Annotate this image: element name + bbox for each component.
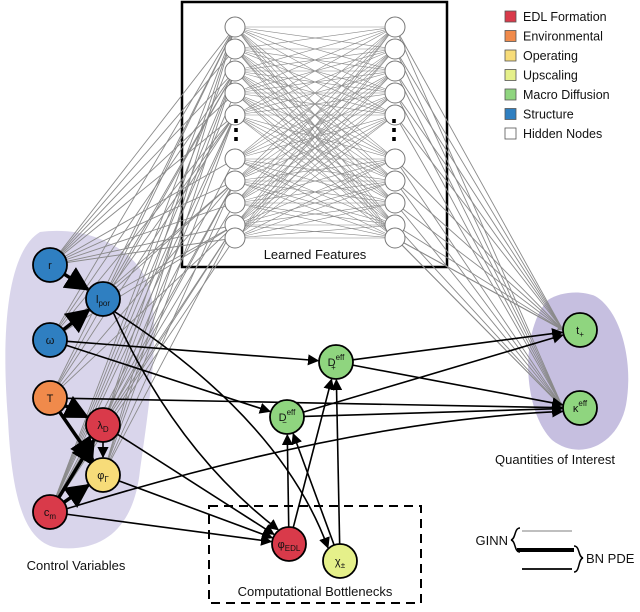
bn-edge [61, 395, 90, 419]
bn-edge [118, 480, 274, 540]
computational-bottlenecks-box [208, 505, 422, 604]
legend-label: Environmental [523, 30, 603, 44]
bn-edge [66, 340, 320, 366]
node-label: t+ [576, 325, 584, 339]
hidden-node [224, 227, 246, 249]
bn-edge [116, 433, 275, 535]
hidden-node [384, 60, 406, 82]
hidden-node [384, 148, 406, 170]
bn-edge [112, 312, 280, 531]
line-style-legend: GINN BN PDE [476, 527, 635, 573]
node-label: λD [97, 420, 109, 434]
bn-edge [62, 308, 91, 334]
hidden-node [384, 170, 406, 192]
node-label: r [48, 260, 52, 272]
legend-item: Upscaling [504, 69, 578, 83]
hidden-ellipsis-right: ⋮ [381, 114, 407, 144]
legend-label: EDL Formation [523, 10, 607, 24]
hidden-node [224, 148, 246, 170]
node-tplus: t+ [562, 312, 598, 348]
node-phiEDL: φEDL [271, 526, 307, 562]
node-label: κeff [573, 399, 588, 415]
hidden-node [384, 82, 406, 104]
legend-item: Structure [504, 108, 574, 122]
hidden-node [224, 104, 246, 126]
bn-edge [352, 328, 564, 361]
node-chi: χ± [322, 543, 358, 579]
legend-item: Operating [504, 49, 578, 63]
control-variables-region [5, 230, 155, 549]
legend-item: Environmental [504, 30, 603, 44]
node-lambda: λD [85, 407, 121, 443]
hidden-node [384, 227, 406, 249]
hidden-node [224, 38, 246, 60]
legend-label: Upscaling [523, 69, 578, 83]
node-kappa: κeff [562, 390, 598, 426]
ginn-legend-label: GINN [476, 533, 509, 548]
node-label: cm [44, 507, 57, 521]
legend-item: Hidden Nodes [504, 127, 602, 141]
node-label: ω [46, 335, 55, 347]
bn-edge [66, 406, 564, 510]
legend-label: Operating [523, 49, 578, 63]
legend-label: Macro Diffusion [523, 88, 610, 102]
node-Dplus: Deff+ [318, 344, 354, 380]
bn-edge [292, 378, 335, 528]
bn-edge [281, 433, 294, 528]
computational-bottlenecks-label: Computational Bottlenecks [238, 584, 393, 599]
bn-edge [330, 378, 343, 545]
legend-item: Macro Diffusion [504, 88, 610, 102]
hidden-node [224, 16, 246, 38]
bn-edge [65, 344, 271, 414]
hidden-node [224, 192, 246, 214]
bn-edge [291, 432, 335, 546]
bn-edge [113, 310, 330, 549]
hidden-nodes [224, 16, 406, 249]
node-Dminus: Deff− [269, 399, 305, 435]
hidden-node [384, 38, 406, 60]
bn-pde-legend-label: BN PDE [586, 551, 635, 566]
bn-edge [303, 332, 564, 413]
legend-item: EDL Formation [504, 10, 607, 24]
quantities-of-interest-label: Quantities of Interest [495, 452, 615, 467]
hidden-node [384, 192, 406, 214]
node-label: φΓ [97, 470, 109, 484]
node-phiG: φΓ [85, 457, 121, 493]
node-omega: ω [32, 322, 68, 358]
hidden-node [224, 60, 246, 82]
bn-edge [66, 397, 564, 414]
learned-features-box [180, 0, 449, 269]
bn-edge [303, 403, 564, 418]
legend-label: Hidden Nodes [523, 127, 602, 141]
control-variables-label: Control Variables [27, 558, 126, 573]
node-label: lpor [96, 294, 110, 308]
hidden-node [384, 16, 406, 38]
bn-edge [62, 267, 90, 291]
learned-features-label: Learned Features [264, 247, 367, 262]
node-label: φEDL [278, 539, 301, 553]
bn-edge [352, 364, 564, 409]
legend: EDL FormationEnvironmentalOperatingUpsca… [504, 10, 610, 141]
node-r: r [32, 247, 68, 283]
bn-pde-edges [57, 267, 564, 549]
hidden-node [384, 104, 406, 126]
bn-edge [63, 484, 90, 503]
hidden-node [224, 170, 246, 192]
bn-edge [66, 513, 273, 546]
node-lpor: lpor [85, 281, 121, 317]
hidden-node [224, 82, 246, 104]
node-label: Deff− [279, 408, 296, 427]
node-cm: cm [32, 494, 68, 530]
node-label: χ± [335, 556, 346, 570]
node-label: Deff+ [328, 353, 345, 372]
hidden-ellipsis-left: ⋮ [223, 114, 249, 144]
node-label: T [47, 393, 54, 405]
node-T: T [32, 380, 68, 416]
legend-label: Structure [523, 108, 574, 122]
